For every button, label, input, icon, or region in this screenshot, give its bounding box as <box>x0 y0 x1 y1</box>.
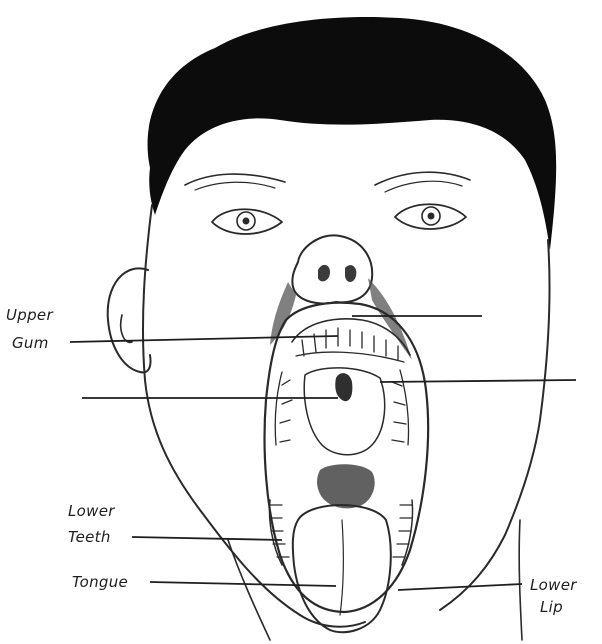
label-upper-gum-1: Upper <box>6 306 53 324</box>
label-tongue: Tongue <box>72 573 128 591</box>
left-eyebrow <box>185 174 285 185</box>
pointer-cheek <box>380 380 576 382</box>
face-outline-right <box>440 240 550 610</box>
left-eye <box>212 209 282 234</box>
neck-right <box>519 520 522 640</box>
right-eyebrow <box>375 172 470 185</box>
label-lower-teeth-1: Lower <box>68 502 115 520</box>
pointer-tongue <box>150 582 336 586</box>
right-eyebrow-2 <box>385 181 462 192</box>
label-upper-gum-2: Gum <box>12 334 49 352</box>
throat <box>317 464 375 508</box>
hair <box>148 17 557 250</box>
right-nostril <box>345 265 356 282</box>
pointer-lower-lip <box>398 584 522 590</box>
left-nostril <box>318 265 330 281</box>
left-ear-inner <box>121 315 132 342</box>
label-lower-teeth-2: Teeth <box>68 528 111 546</box>
face-outline <box>143 205 365 627</box>
side-teeth-left <box>275 372 292 445</box>
right-eye <box>395 204 466 229</box>
pointer-lower-teeth <box>132 537 282 540</box>
left-eyebrow-2 <box>195 182 275 190</box>
nose <box>292 235 372 303</box>
tongue-midline <box>340 520 343 615</box>
label-lower-lip-2: Lip <box>540 598 563 616</box>
label-lower-lip-1: Lower <box>530 576 577 594</box>
mouth-opening <box>265 303 429 612</box>
uvula <box>335 373 352 401</box>
